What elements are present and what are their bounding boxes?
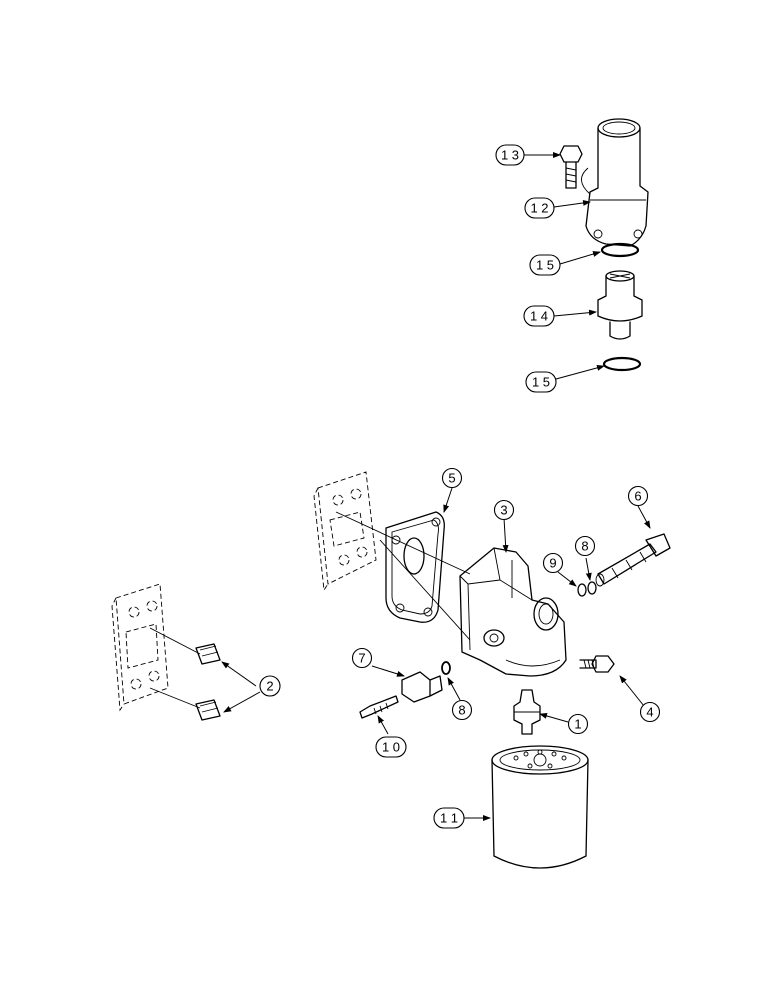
callout-9: 9 (542, 552, 564, 574)
svg-text:1: 1 (574, 717, 581, 732)
thermostat (597, 270, 643, 340)
svg-text:1 3: 1 3 (501, 148, 519, 163)
callout-1: 1 (567, 713, 589, 735)
svg-text:1 5: 1 5 (532, 375, 550, 390)
engine-mount-pad-upper (313, 471, 377, 592)
svg-text:2: 2 (266, 679, 273, 694)
o-ring-lower (602, 356, 642, 372)
oil-filter (491, 745, 589, 869)
callout-13: 1 3 (495, 144, 525, 166)
svg-text:1 0: 1 0 (382, 740, 400, 755)
callout-15-upper: 1 5 (529, 254, 561, 276)
svg-text:1 2: 1 2 (530, 201, 548, 216)
svg-text:5: 5 (448, 471, 455, 486)
small-o-rings (577, 581, 597, 597)
callout-11: 1 1 (433, 807, 465, 829)
plug-fittings (195, 643, 221, 721)
fitting (513, 689, 541, 735)
svg-text:7: 7 (358, 651, 365, 666)
o-ring-upper (600, 242, 640, 258)
svg-text:9: 9 (549, 556, 556, 571)
callout-10: 1 0 (375, 736, 407, 758)
svg-text:6: 6 (634, 489, 641, 504)
temperature-sender (401, 661, 451, 703)
callout-2: 2 (259, 675, 281, 697)
screw (359, 695, 399, 719)
callout-14: 1 4 (523, 305, 555, 327)
callout-7: 7 (351, 647, 373, 669)
filter-head-bolt (579, 655, 615, 673)
callout-12: 1 2 (524, 197, 555, 219)
svg-text:8: 8 (458, 703, 465, 718)
callout-8-upper: 8 (574, 535, 596, 557)
callout-3: 3 (493, 499, 515, 521)
callout-15-lower: 1 5 (525, 371, 557, 393)
gasket (385, 511, 445, 623)
svg-text:4: 4 (646, 705, 653, 720)
thermostat-housing (581, 118, 649, 247)
callout-8-lower: 8 (451, 699, 473, 721)
svg-text:8: 8 (581, 539, 588, 554)
callout-6: 6 (627, 485, 649, 507)
engine-mount-pad-lower (111, 583, 169, 712)
filter-head (459, 547, 567, 677)
svg-text:3: 3 (500, 503, 507, 518)
valve-assembly (595, 533, 671, 587)
callout-5: 5 (441, 467, 463, 489)
svg-text:1 5: 1 5 (536, 258, 554, 273)
leader-lines (221, 152, 651, 821)
housing-bolt (559, 145, 583, 189)
svg-text:1 4: 1 4 (530, 309, 548, 324)
callout-4: 4 (639, 701, 661, 723)
svg-text:1 1: 1 1 (440, 811, 458, 826)
